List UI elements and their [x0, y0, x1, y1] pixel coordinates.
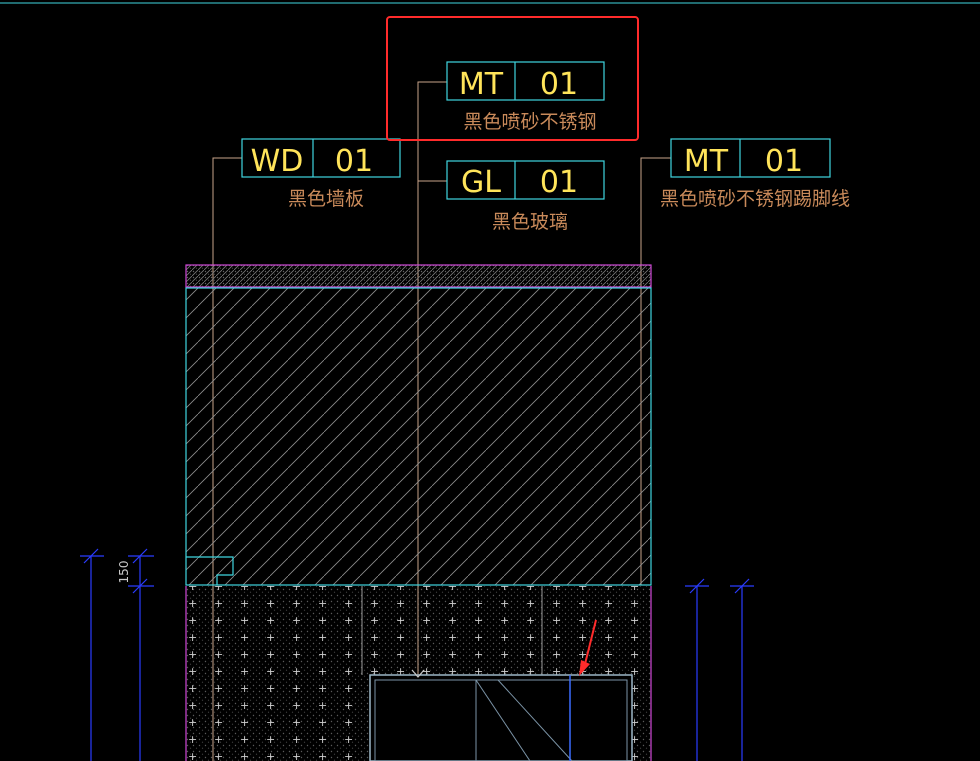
tag-description: 黑色玻璃: [492, 211, 568, 233]
tag-code: GL: [461, 165, 501, 200]
tag-number: 01: [335, 144, 373, 179]
left-dimension-lines: [80, 548, 154, 761]
tag-number: 01: [765, 144, 803, 179]
selection-highlight-box: [386, 16, 639, 141]
wall-panel-hatched: [185, 287, 652, 586]
tag-description: 黑色喷砂不锈钢: [463, 111, 596, 133]
material-tag-gl-01[interactable]: GL 01 黑色玻璃: [446, 160, 605, 233]
tag-description: 黑色喷砂不锈钢踢脚线: [660, 188, 850, 210]
red-arrow-annotation: [579, 619, 597, 676]
ceiling-band: [185, 264, 652, 288]
tag-number: 01: [540, 165, 578, 200]
tag-code: MT: [684, 144, 729, 179]
material-tag-mt-01-top[interactable]: MT 01 黑色喷砂不锈钢: [446, 61, 605, 133]
glass-door-frame: [369, 669, 633, 761]
tag-code: MT: [459, 67, 504, 102]
tag-number: 01: [540, 67, 578, 102]
tag-code: WD: [251, 144, 304, 179]
right-dimension-lines: [685, 578, 754, 761]
tag-description: 黑色墙板: [288, 188, 364, 210]
material-tag-mt-01-skirting[interactable]: MT 01 黑色喷砂不锈钢踢脚线: [660, 138, 850, 210]
dimension-label-150: 150: [117, 561, 131, 584]
material-tag-wd-01[interactable]: WD 01 黑色墙板: [241, 138, 401, 210]
